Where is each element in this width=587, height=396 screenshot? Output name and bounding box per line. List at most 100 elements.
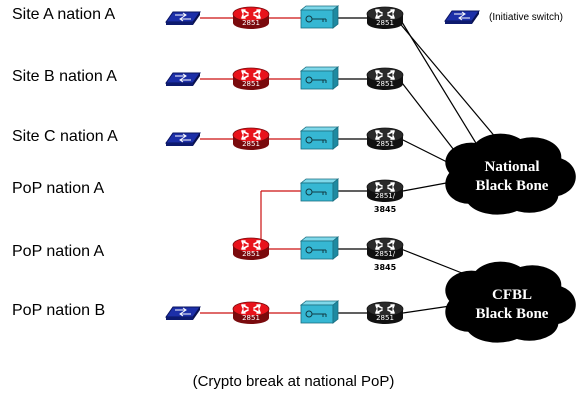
- core-router-icon: 2851: [366, 67, 404, 90]
- backbone-link: [396, 19, 503, 146]
- switch-arrows: [175, 307, 191, 317]
- switch-front: [166, 22, 193, 25]
- switch-icon: [165, 132, 201, 146]
- router-arrows: [241, 304, 261, 314]
- devices-layer: 2851 2851 2851 2851 2851 2851 2851 2851 2851/384…: [165, 5, 480, 324]
- router-model-label: 2851: [376, 314, 394, 322]
- crypto-side: [332, 5, 339, 29]
- crypto-top: [299, 5, 340, 11]
- key-shaft: [312, 18, 327, 22]
- edge-router-icon: 2851: [232, 301, 270, 324]
- switch-icon: [165, 11, 201, 25]
- cloud-label-line2: Black Bone: [476, 306, 549, 322]
- links-layer: [200, 13, 503, 314]
- switch-side: [193, 133, 200, 146]
- switch-front: [166, 83, 193, 86]
- crypto-top: [299, 126, 340, 132]
- switch-icon: [165, 306, 201, 320]
- router-arrows: [241, 130, 261, 140]
- crypto-device-icon: [299, 300, 340, 324]
- router-model-label: 2851: [376, 80, 394, 88]
- crypto-side: [332, 178, 339, 202]
- switch-icon: [165, 72, 201, 86]
- crypto-device-icon: [299, 5, 340, 29]
- crypto-device-icon: [299, 66, 340, 90]
- switch-side: [472, 11, 479, 24]
- legend-switch-icon: [444, 10, 480, 24]
- row-label-pop-b: PoP nation B: [12, 302, 106, 319]
- router-arrows: [375, 304, 395, 314]
- router-arrows: [375, 130, 395, 140]
- crypto-side: [332, 126, 339, 150]
- crypto-top: [299, 300, 340, 306]
- core-router-icon: 2851: [366, 6, 404, 29]
- pop-edge-router-icon: 2851: [232, 237, 270, 260]
- router-submodel-label: 3845: [374, 263, 397, 272]
- row-label-site-b: Site B nation A: [12, 68, 117, 85]
- router-arrows: [241, 70, 261, 80]
- legend-label: (Initiative switch): [489, 12, 563, 23]
- key-shaft: [312, 79, 327, 83]
- switch-arrows: [454, 11, 470, 21]
- pop-core-router-icon: 2851/3845: [366, 179, 404, 214]
- router-model-label: 2851: [242, 80, 260, 88]
- router-model-label: 2851: [376, 140, 394, 148]
- cfbl-backbone-cloud: CFBL Black Bone: [445, 261, 576, 343]
- backbone-link: [400, 248, 468, 276]
- crypto-side: [332, 66, 339, 90]
- crypto-device-icon: [299, 236, 340, 260]
- crypto-device-icon: [299, 178, 340, 202]
- router-model-label: 2851: [242, 314, 260, 322]
- switch-side: [193, 73, 200, 86]
- router-arrows: [375, 182, 395, 192]
- edge-router-icon: 2851: [232, 127, 270, 150]
- diagram-caption: (Crypto break at national PoP): [192, 373, 395, 390]
- switch-side: [193, 12, 200, 25]
- router-arrows: [241, 9, 261, 19]
- router-submodel-label: 3845: [374, 205, 397, 214]
- key-shaft: [312, 191, 327, 195]
- switch-side: [193, 307, 200, 320]
- core-router-icon: 2851: [366, 301, 404, 324]
- row-label-site-a: Site A nation A: [12, 6, 116, 23]
- router-model-label: 2851: [242, 250, 260, 258]
- crypto-top: [299, 236, 340, 242]
- router-arrows: [241, 240, 261, 250]
- switch-front: [166, 143, 193, 146]
- pop-core-router-icon: 2851/3845: [366, 237, 404, 272]
- router-arrows: [375, 70, 395, 80]
- crypto-device-icon: [299, 126, 340, 150]
- router-model-label: 2851: [242, 140, 260, 148]
- router-arrows: [375, 9, 395, 19]
- crypto-side: [332, 236, 339, 260]
- cloud-label-line1: CFBL: [492, 287, 532, 303]
- crypto-side: [332, 300, 339, 324]
- key-shaft: [312, 139, 327, 143]
- row-label-pop-a-2: PoP nation A: [12, 243, 105, 260]
- crypto-top: [299, 66, 340, 72]
- switch-arrows: [175, 133, 191, 143]
- row-label-site-c: Site C nation A: [12, 128, 118, 145]
- switch-arrows: [175, 12, 191, 22]
- key-shaft: [312, 313, 327, 317]
- row-label-pop-a-1: PoP nation A: [12, 180, 105, 197]
- switch-front: [166, 317, 193, 320]
- router-arrows: [375, 240, 395, 250]
- router-model-label: 2851/: [375, 192, 396, 200]
- router-model-label: 2851/: [375, 250, 396, 258]
- router-model-label: 2851: [242, 19, 260, 27]
- cloud-core: [462, 146, 562, 204]
- key-shaft: [312, 249, 327, 253]
- crypto-top: [299, 178, 340, 184]
- core-router-icon: 2851: [366, 127, 404, 150]
- switch-front: [445, 21, 472, 24]
- edge-router-icon: 2851: [232, 6, 270, 29]
- edge-router-icon: 2851: [232, 67, 270, 90]
- switch-arrows: [175, 73, 191, 83]
- cloud-label-line2: Black Bone: [476, 178, 549, 194]
- router-model-label: 2851: [376, 19, 394, 27]
